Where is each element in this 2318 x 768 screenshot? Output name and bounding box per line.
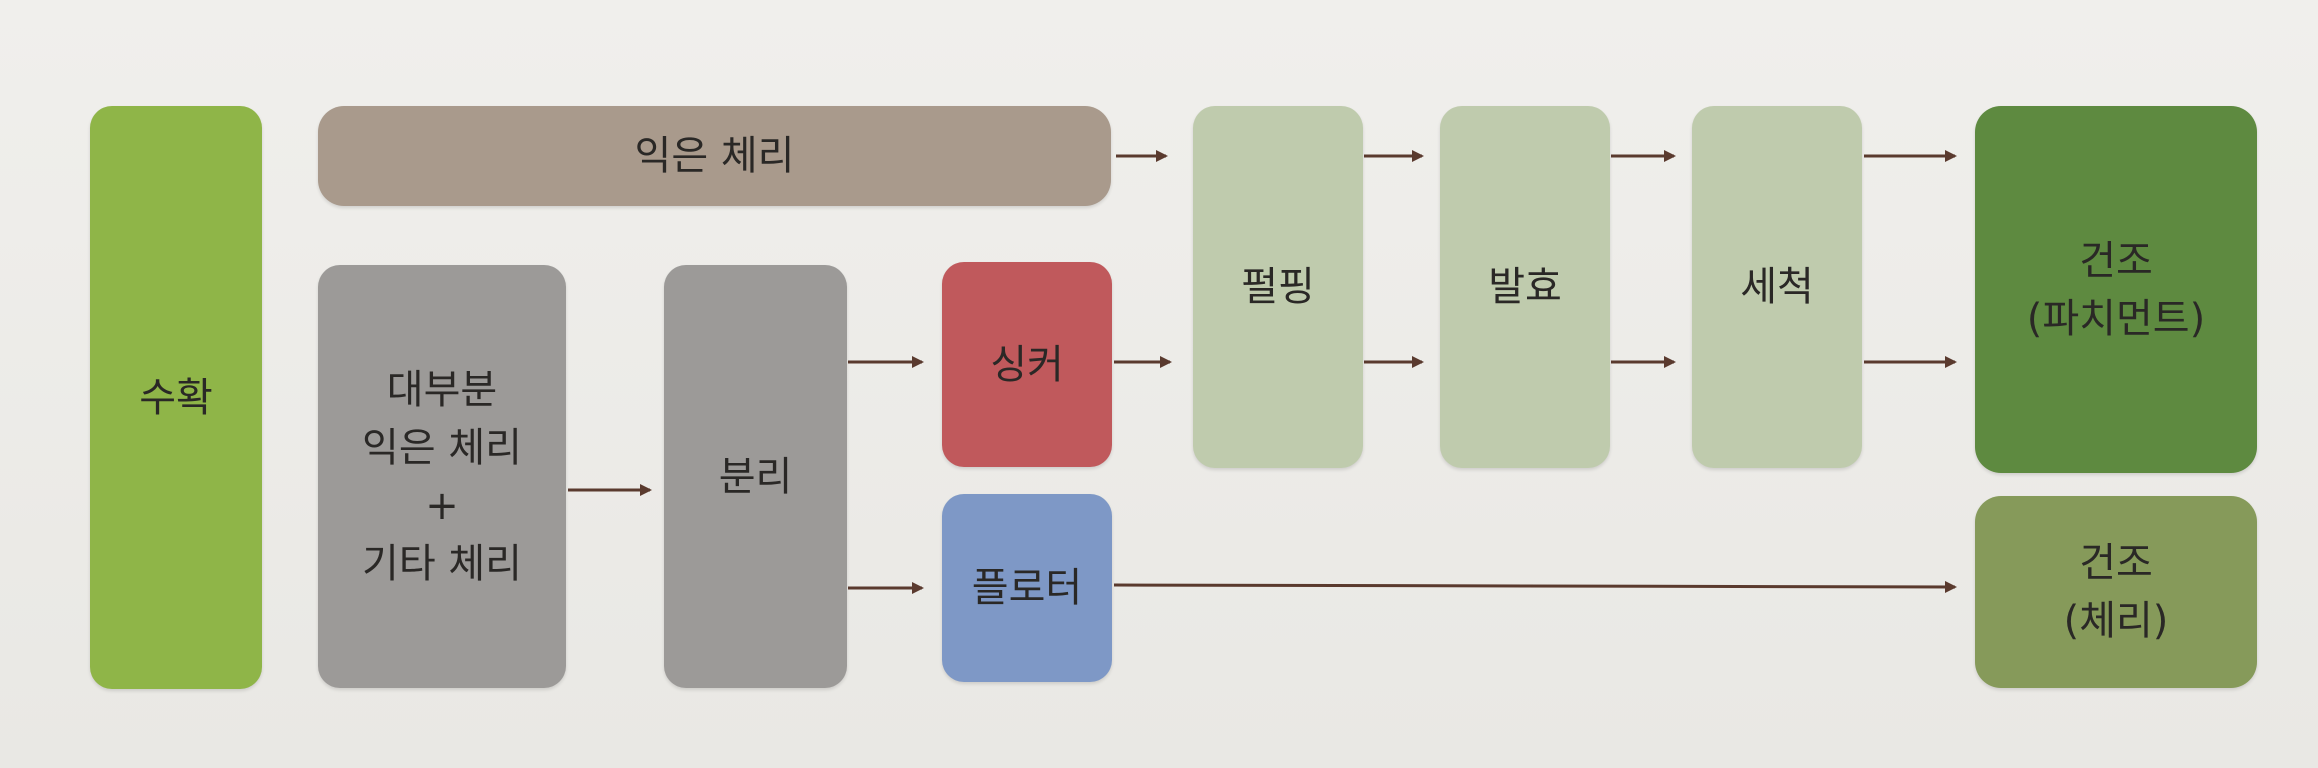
floater-label: 플로터 (971, 565, 1083, 611)
washing-box: 세척 (1692, 106, 1862, 468)
sinker-box: 싱커 (942, 262, 1112, 467)
mixed-cherries-label: 대부분 익은 체리 + 기타 체리 (362, 366, 522, 587)
harvest-label: 수확 (139, 374, 213, 421)
washed-process-label: 익은 체리 (634, 133, 795, 179)
separation-box: 분리 (664, 265, 847, 688)
pulping-label: 펄핑 (1241, 264, 1315, 310)
fermentation-label: 발효 (1488, 264, 1562, 310)
washed-process-box: 익은 체리 (318, 106, 1111, 206)
harvest-box: 수확 (90, 106, 262, 689)
fermentation-box: 발효 (1440, 106, 1610, 468)
sinker-label: 싱커 (990, 341, 1064, 388)
dry-parchment-label: 건조 (파치먼트) (2026, 237, 2206, 342)
dry-parchment-box: 건조 (파치먼트) (1975, 106, 2257, 473)
mixed-cherries-box: 대부분 익은 체리 + 기타 체리 (318, 265, 566, 688)
floater-box: 플로터 (942, 494, 1112, 682)
washing-label: 세척 (1740, 264, 1814, 310)
arrow-floater-to-dry-cherry (1113, 580, 1957, 593)
dry-cherry-label: 건조 (체리) (2063, 540, 2169, 644)
separation-label: 분리 (718, 453, 793, 500)
pulping-box: 펄핑 (1193, 106, 1363, 468)
dry-cherry-box: 건조 (체리) (1975, 496, 2257, 688)
